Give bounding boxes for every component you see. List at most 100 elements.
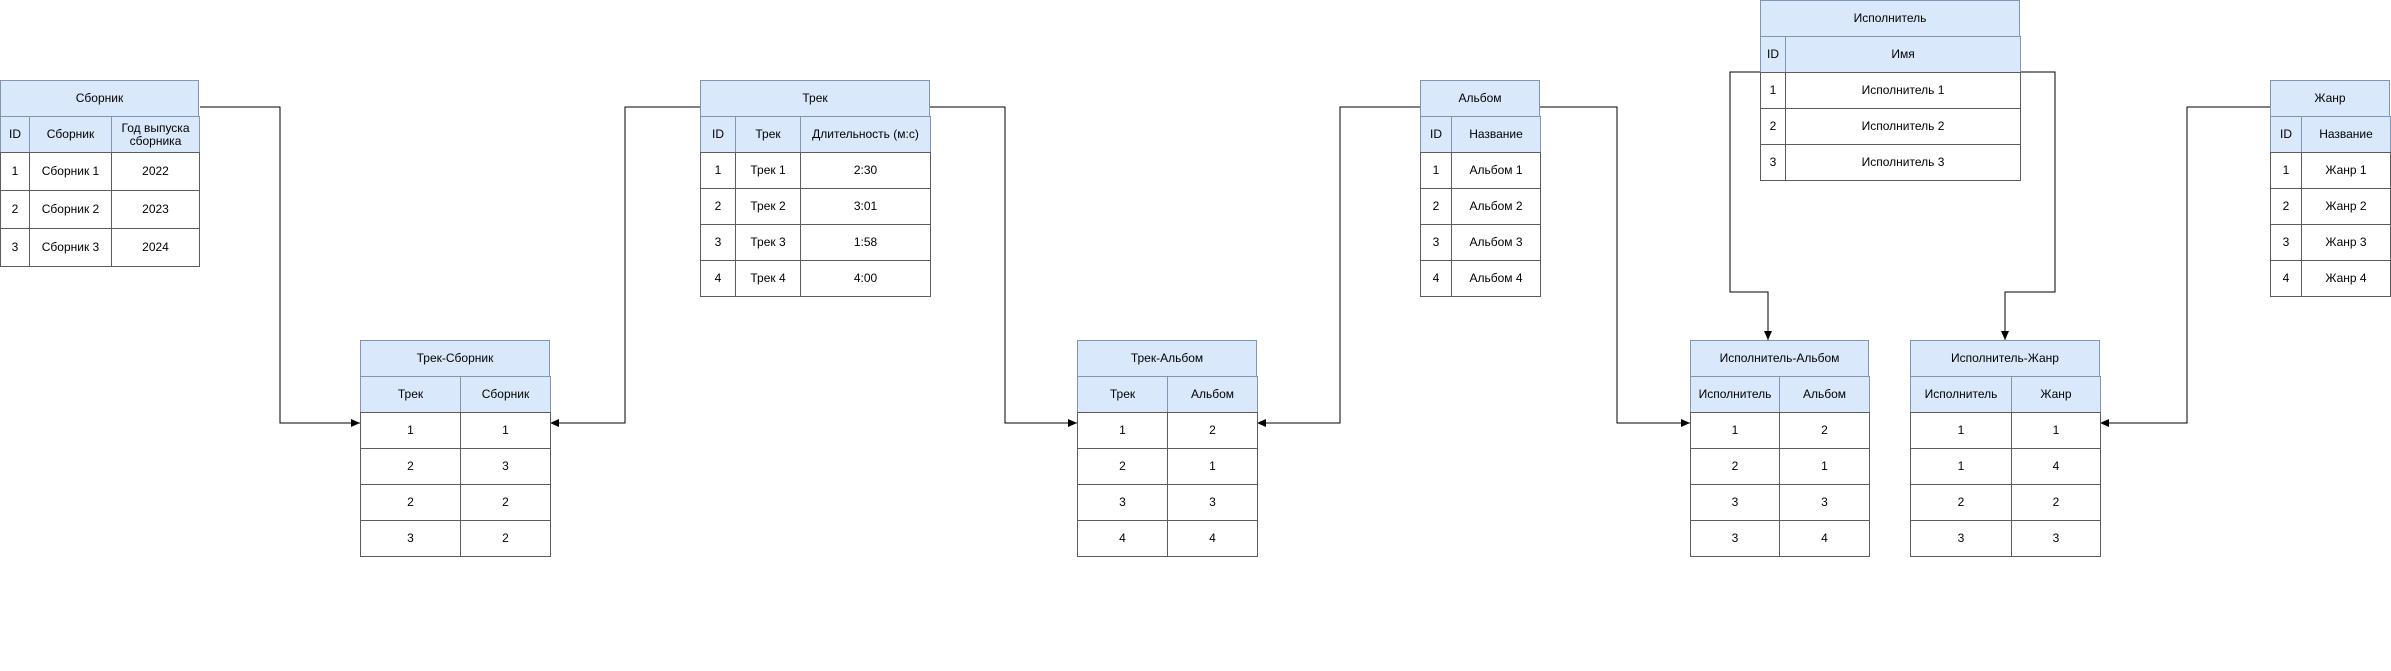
column-header: Год выпуска сборника	[111, 116, 200, 153]
table-cell: 2	[2270, 188, 2302, 225]
table-cell: 2	[1779, 412, 1870, 449]
table-cell: 2024	[111, 228, 200, 267]
relation-arrow	[930, 106, 1077, 427]
table-cell: 2	[460, 520, 551, 557]
table-cell: Альбом 2	[1451, 188, 1541, 225]
table-cell: 2	[0, 190, 30, 229]
column-header: ID	[2270, 116, 2302, 153]
column-header: Сборник	[460, 376, 551, 413]
table-title: Исполнитель	[1760, 0, 2020, 37]
table-title: Трек-Сборник	[360, 340, 550, 377]
table-cell: 4	[1077, 520, 1168, 557]
table-title: Исполнитель-Альбом	[1690, 340, 1869, 377]
table-cell: 4:00	[800, 260, 931, 297]
table-cell: 3	[460, 448, 551, 485]
table-cell: Альбом 3	[1451, 224, 1541, 261]
table-title: Жанр	[2270, 80, 2390, 117]
table-cell: Исполнитель 3	[1785, 144, 2021, 181]
table-cell: 3	[360, 520, 461, 557]
table-cell: 4	[1779, 520, 1870, 557]
column-header: Название	[2301, 116, 2391, 153]
column-header: Исполнитель	[1910, 376, 2012, 413]
column-header: ID	[1760, 36, 1786, 73]
column-header: Трек	[735, 116, 801, 153]
table-cell: 2	[2011, 484, 2101, 521]
table-cell: 4	[1420, 260, 1452, 297]
table-cell: 1	[2270, 152, 2302, 189]
table-cell: 2	[1690, 448, 1780, 485]
table-cell: 1	[700, 152, 736, 189]
table-cell: 2022	[111, 152, 200, 191]
table-cell: 2	[1077, 448, 1168, 485]
table-cell: 4	[2011, 448, 2101, 485]
table-cell: 1	[1420, 152, 1452, 189]
table-cell: 2	[700, 188, 736, 225]
column-header: Сборник	[29, 116, 112, 153]
table-cell: 1:58	[800, 224, 931, 261]
relation-arrow	[1257, 106, 1420, 427]
table-cell: 2023	[111, 190, 200, 229]
table-cell: 1	[1760, 72, 1786, 109]
column-header: Имя	[1785, 36, 2021, 73]
table-cell: Альбом 4	[1451, 260, 1541, 297]
table-cell: 3	[1167, 484, 1258, 521]
table-cell: Жанр 2	[2301, 188, 2391, 225]
table-cell: 3	[700, 224, 736, 261]
table-title: Трек-Альбом	[1077, 340, 1257, 377]
table-cell: 3	[2011, 520, 2101, 557]
table-cell: 3:01	[800, 188, 931, 225]
table-cell: 2	[360, 484, 461, 521]
column-header: ID	[700, 116, 736, 153]
table-cell: Исполнитель 2	[1785, 108, 2021, 145]
table-cell: 1	[360, 412, 461, 449]
table-cell: Сборник 1	[29, 152, 112, 191]
table-title: Альбом	[1420, 80, 1540, 117]
table-cell: Трек 2	[735, 188, 801, 225]
column-header: Альбом	[1167, 376, 1258, 413]
column-header: Название	[1451, 116, 1541, 153]
table-cell: 1	[1910, 448, 2012, 485]
table-cell: 3	[2270, 224, 2302, 261]
table-cell: 1	[460, 412, 551, 449]
table-cell: 3	[0, 228, 30, 267]
table-cell: 1	[1167, 448, 1258, 485]
table-cell: 4	[1167, 520, 1258, 557]
table-cell: 1	[2011, 412, 2101, 449]
relation-arrow	[1540, 106, 1690, 427]
table-cell: 2	[1420, 188, 1452, 225]
table-cell: 3	[1690, 520, 1780, 557]
column-header: Альбом	[1779, 376, 1870, 413]
table-cell: Трек 3	[735, 224, 801, 261]
table-cell: Жанр 1	[2301, 152, 2391, 189]
column-header: Жанр	[2011, 376, 2101, 413]
table-cell: 3	[1420, 224, 1452, 261]
table-cell: 2:30	[800, 152, 931, 189]
table-cell: 3	[1690, 484, 1780, 521]
table-cell: Трек 4	[735, 260, 801, 297]
table-cell: 3	[1077, 484, 1168, 521]
table-cell: 1	[1077, 412, 1168, 449]
table-title: Сборник	[0, 80, 199, 117]
table-cell: 2	[360, 448, 461, 485]
relation-arrow	[200, 106, 360, 427]
table-cell: Сборник 3	[29, 228, 112, 267]
table-cell: Сборник 2	[29, 190, 112, 229]
table-cell: 1	[1910, 412, 2012, 449]
table-cell: 4	[700, 260, 736, 297]
table-cell: 2	[1167, 412, 1258, 449]
table-cell: 4	[2270, 260, 2302, 297]
table-cell: 1	[1690, 412, 1780, 449]
column-header: Трек	[360, 376, 461, 413]
relation-arrow	[2100, 106, 2270, 427]
table-cell: 2	[1760, 108, 1786, 145]
table-cell: 2	[460, 484, 551, 521]
table-cell: Альбом 1	[1451, 152, 1541, 189]
table-cell: Трек 1	[735, 152, 801, 189]
